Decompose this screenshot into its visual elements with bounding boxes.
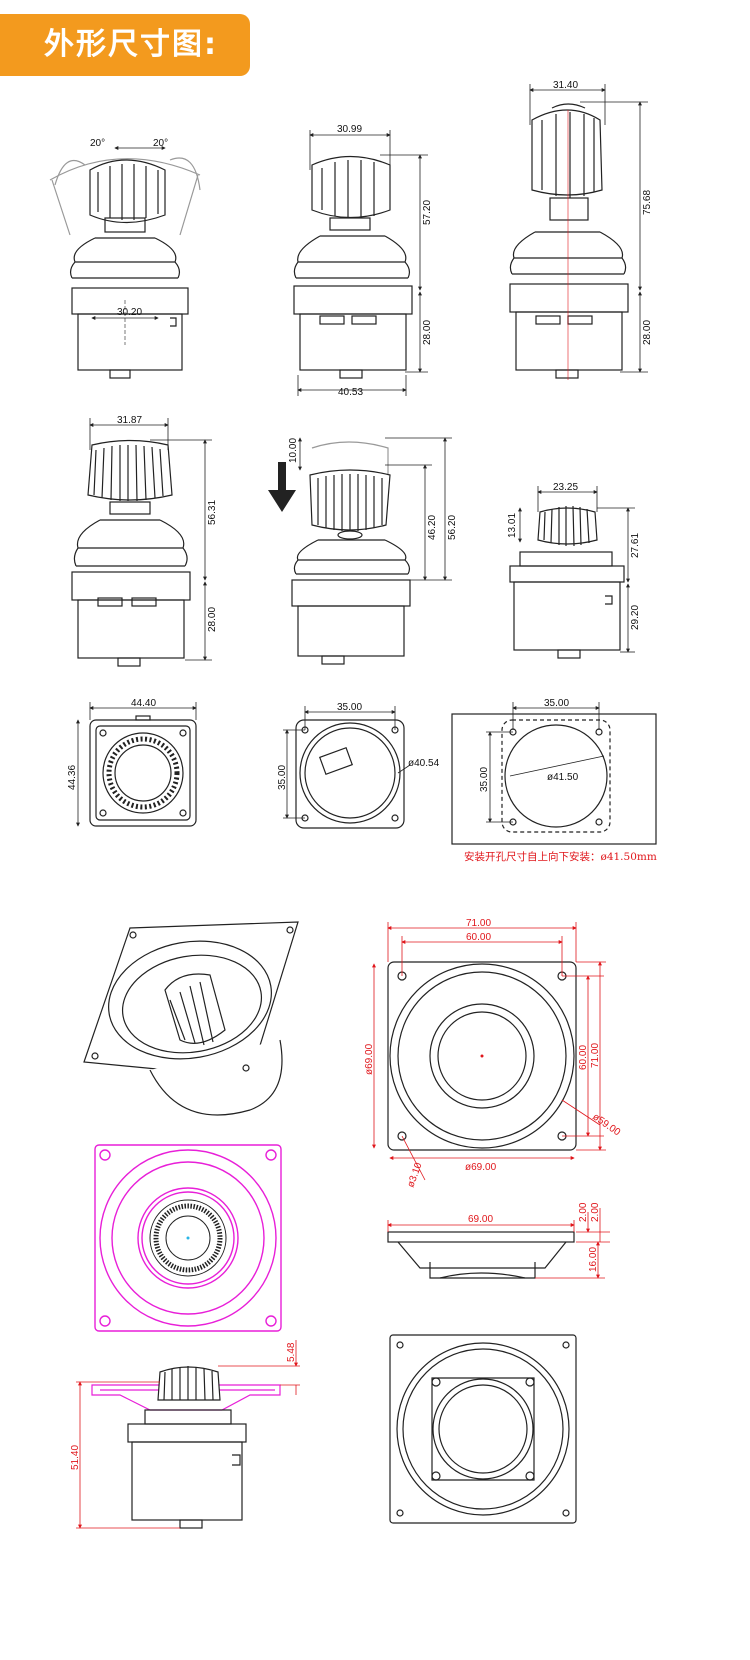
panel-side-dims: 51.40 5.48 [70, 1340, 300, 1529]
dim-40-54: ø40.54 [408, 758, 440, 769]
top-view-3-dims: 35.00 35.00 ø41.50 安装开孔尺寸自上向下安装：ø41.50mm [464, 698, 657, 863]
top-view-2 [295, 719, 405, 829]
dim-44-40: 44.40 [131, 698, 156, 709]
dim-angle-left: 20° [90, 138, 105, 149]
view-front-2-dims: 30.99 57.20 28.00 40.53 [297, 124, 433, 398]
dim-71-00-v: 71.00 [590, 1043, 601, 1068]
dim-35-00-c: 35.00 [544, 698, 569, 709]
title-tab: 外形尺寸图: [0, 14, 250, 76]
dim-56-20: 56.20 [447, 515, 458, 540]
dim-28-00-a: 28.00 [422, 320, 433, 345]
dim-27-61: 27.61 [630, 533, 641, 558]
view-press-arrow [268, 462, 296, 512]
dim-57-20: 57.20 [422, 200, 433, 225]
top-view-3 [451, 713, 657, 845]
dim-13-01: 13.01 [507, 513, 518, 538]
magenta-top-view [94, 1144, 282, 1332]
dim-44-36: 44.36 [67, 765, 78, 790]
dim-5-48: 5.48 [286, 1342, 297, 1362]
bottom-view [389, 1334, 577, 1524]
dim-51-40: 51.40 [70, 1445, 81, 1470]
dim-60-00-v: 60.00 [578, 1045, 589, 1070]
view-front-4-dims: 31.87 56.31 28.00 [89, 415, 218, 661]
dim-60-00: 60.00 [466, 932, 491, 943]
dim-28-00-b: 28.00 [642, 320, 653, 345]
dim-69-00-v: ø69.00 [364, 1043, 375, 1075]
dim-29-20: 29.20 [630, 605, 641, 630]
view-low-dims: 23.25 13.01 27.61 29.20 [507, 482, 641, 653]
dim-28-00-c: 28.00 [207, 607, 218, 632]
magenta-top-knob [149, 1199, 227, 1277]
dim-56-31: 56.31 [207, 500, 218, 525]
dim-71-00: 71.00 [466, 918, 491, 929]
view-press [291, 441, 411, 665]
red-top-view [387, 961, 577, 1151]
dim-69-00-s: 69.00 [468, 1214, 493, 1225]
dim-30-20: 30.20 [117, 307, 142, 318]
dim-angle-right: 20° [153, 138, 168, 149]
dim-2-00-b: 2.00 [590, 1202, 601, 1222]
panel-side-view [91, 1366, 281, 1529]
view-low [509, 505, 625, 659]
top-view-2-dims: 35.00 35.00 ø40.54 [277, 702, 440, 819]
flange-side-view [387, 1231, 575, 1279]
dim-31-40: 31.40 [553, 80, 578, 91]
red-top-view-dims: 71.00 60.00 ø69.00 60.00 71.00 ø59.00 ø6… [364, 918, 622, 1189]
dim-46-20: 46.20 [427, 515, 438, 540]
view-tilt [49, 157, 201, 379]
dim-41-50: ø41.50 [547, 772, 579, 783]
dim-30-99: 30.99 [337, 124, 362, 135]
dim-59-00: ø59.00 [590, 1111, 622, 1138]
view-front-3-dims: 31.40 75.68 28.00 [529, 80, 653, 380]
top-view-1-dims: 44.40 44.36 [67, 698, 197, 827]
dim-10-00: 10.00 [288, 438, 299, 463]
dim-23-25: 23.25 [553, 482, 578, 493]
iso-view [83, 921, 299, 1116]
dim-35-00-a: 35.00 [337, 702, 362, 713]
view-tilt-dims: 20° 20° 30.20 [90, 138, 168, 345]
dim-35-00-b: 35.00 [277, 765, 288, 790]
dim-35-00-d: 35.00 [479, 767, 490, 792]
view-front-2 [293, 155, 413, 379]
dim-31-87: 31.87 [117, 415, 142, 426]
dim-40-53: 40.53 [338, 387, 363, 398]
page-title: 外形尺寸图: [44, 27, 218, 62]
view-press-dims: 10.00 46.20 56.20 [288, 437, 458, 581]
flange-side-dims: 69.00 2.00 2.00 16.00 [387, 1202, 610, 1279]
dim-69-00-b: ø69.00 [465, 1162, 497, 1173]
top-view-1 [89, 715, 197, 827]
view-front-3 [509, 103, 629, 379]
dim-3-10: ø3.10 [405, 1161, 424, 1189]
dim-75-68: 75.68 [642, 190, 653, 215]
view-front-4 [71, 439, 191, 667]
dim-2-00-a: 2.00 [578, 1202, 589, 1222]
dim-16-00: 16.00 [588, 1247, 599, 1272]
mounting-note: 安装开孔尺寸自上向下安装：ø41.50mm [464, 850, 657, 863]
